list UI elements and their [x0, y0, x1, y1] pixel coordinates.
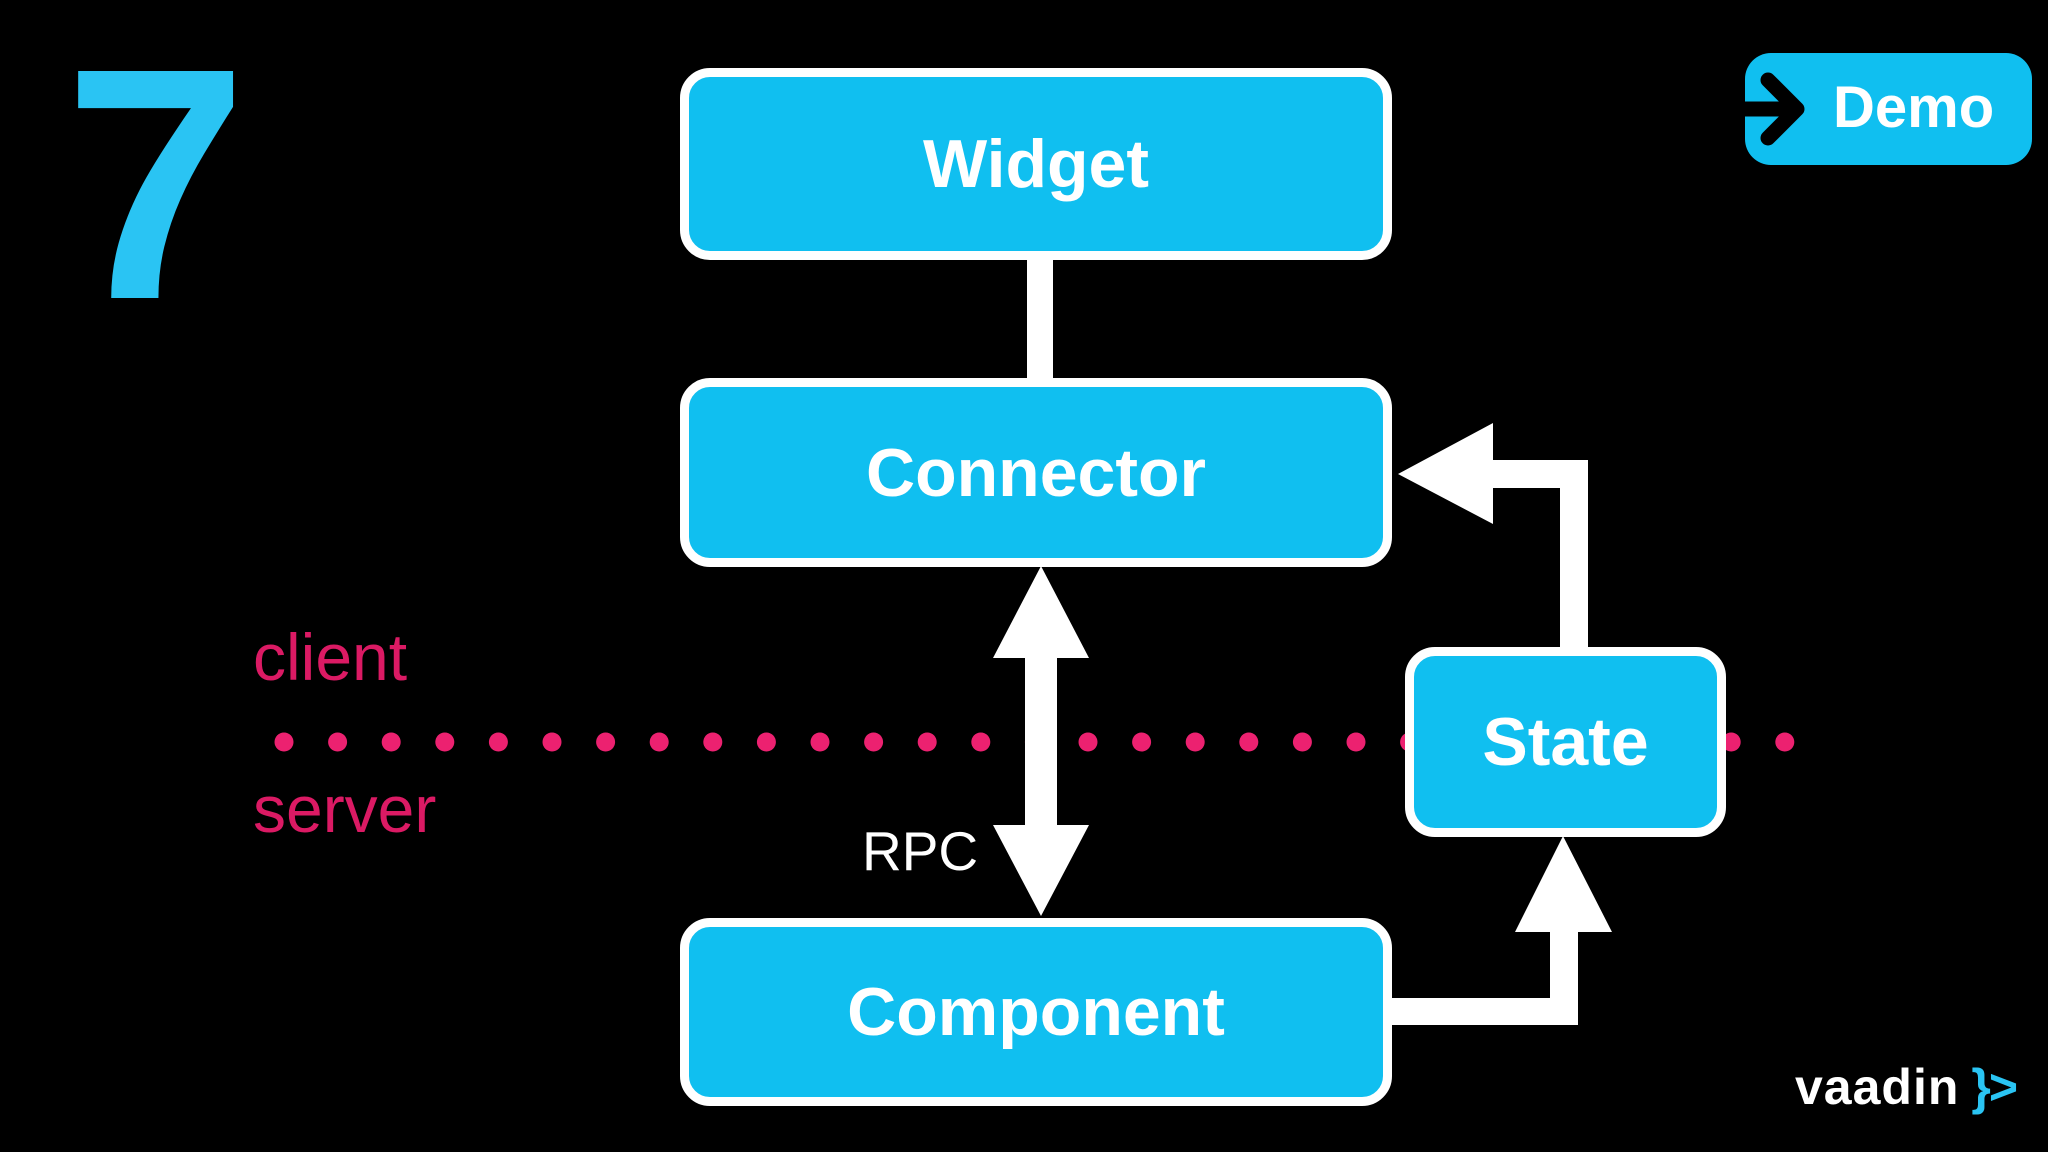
vaadin-logo-text: vaadin	[1795, 1059, 1960, 1115]
divider-dot	[971, 732, 991, 752]
edge-widget-connector-line	[1027, 248, 1053, 382]
divider-dot	[488, 732, 508, 752]
divider-dot	[1346, 732, 1366, 752]
client-label: client	[253, 620, 408, 694]
divider-dot	[1078, 732, 1098, 752]
edge-connector-component-double-arrow	[993, 566, 1089, 916]
arrow-right-icon	[1736, 72, 1805, 146]
divider-dot	[1239, 732, 1259, 752]
node-component-label: Component	[847, 974, 1225, 1050]
demo-button-label: Demo	[1833, 74, 1995, 140]
node-connector: Connector	[680, 378, 1392, 567]
rpc-label: RPC	[862, 820, 979, 882]
demo-button[interactable]: Demo	[1736, 53, 2032, 165]
slide-number: 7	[64, 0, 248, 368]
divider-dot	[381, 732, 401, 752]
divider-dot	[1292, 732, 1312, 752]
divider-dot	[703, 732, 723, 752]
node-component: Component	[680, 918, 1392, 1106]
divider-dot	[542, 732, 562, 752]
divider-dot	[756, 732, 776, 752]
node-widget-label: Widget	[922, 126, 1149, 202]
node-state: State	[1405, 647, 1726, 837]
divider-dot	[1185, 732, 1205, 752]
server-label: server	[253, 772, 437, 846]
vaadin-logo: vaadin }>	[1795, 1059, 2018, 1115]
divider-dot	[810, 732, 830, 752]
divider-dot	[596, 732, 616, 752]
node-connector-label: Connector	[866, 434, 1206, 511]
divider-dot	[1775, 732, 1795, 752]
divider-dot	[1721, 732, 1741, 752]
edge-component-state-arrow	[1392, 836, 1612, 1025]
node-state-label: State	[1482, 704, 1649, 780]
divider-dot	[649, 732, 669, 752]
node-widget: Widget	[680, 68, 1392, 260]
divider-dot	[274, 732, 294, 752]
divider-dot	[864, 732, 884, 752]
divider-dot	[435, 732, 455, 752]
edge-state-connector-arrow	[1398, 423, 1588, 649]
divider-dot	[1132, 732, 1152, 752]
vaadin-logo-symbol: }>	[1971, 1059, 2018, 1115]
divider-dot	[328, 732, 348, 752]
divider-dot	[917, 732, 937, 752]
